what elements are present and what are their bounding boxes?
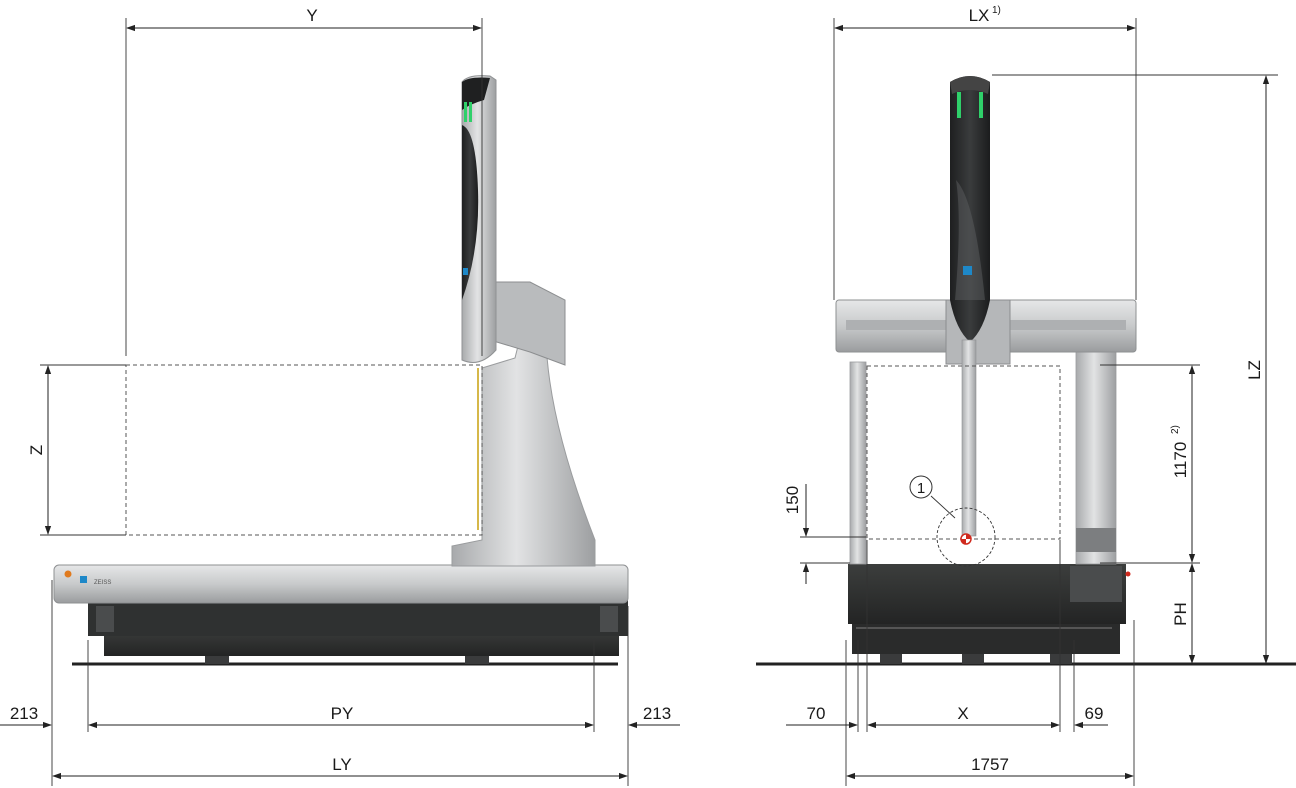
- callout-circle: [909, 475, 933, 499]
- front-view-machine: [756, 76, 1296, 666]
- green-light-icon: [464, 102, 467, 122]
- side-view: ZEISS Y Z: [0, 6, 680, 786]
- front-view: LX 1) 1170 2) PH LZ: [756, 5, 1296, 786]
- dim-label-overhang-right: 213: [643, 704, 671, 723]
- right-leg-slot: [1076, 528, 1116, 552]
- z-column-cap: [950, 76, 990, 94]
- dim-label-ly: LY: [332, 755, 352, 774]
- dim-ph: PH: [1130, 562, 1200, 664]
- dim-z: Z: [27, 364, 126, 536]
- dim-69: 69: [1074, 704, 1108, 729]
- dim-note-lx: 1): [992, 5, 1001, 16]
- left-leg: [849, 361, 867, 565]
- callout-number: 1: [917, 480, 925, 497]
- indicator-dot-icon: [1125, 571, 1131, 577]
- bridge-leg: [451, 337, 596, 567]
- foot: [962, 652, 984, 664]
- dim-y: Y: [125, 6, 483, 356]
- dim-label-overhang-left: 213: [10, 704, 38, 723]
- table-bracket: [96, 606, 114, 632]
- green-light-icon: [957, 92, 961, 118]
- dim-label-lx: LX: [969, 6, 990, 25]
- dim-70: 70: [786, 704, 858, 729]
- granite-table: [88, 600, 628, 636]
- logo-text: ZEISS: [94, 580, 111, 586]
- dim-ly: LY: [52, 755, 628, 780]
- dim-label-70: 70: [807, 704, 826, 723]
- dim-lz: LZ: [992, 74, 1278, 664]
- probe-callout: 1: [909, 475, 996, 567]
- dim-lx: LX 1): [833, 5, 1137, 300]
- dim-label-x: X: [957, 704, 968, 723]
- dim-label-py: PY: [331, 704, 354, 723]
- table-top: [53, 564, 629, 604]
- dim-label-y: Y: [306, 6, 317, 25]
- dim-label-ph: PH: [1171, 602, 1190, 626]
- dim-overhang-right: 213: [628, 704, 680, 729]
- green-light-icon: [469, 102, 472, 122]
- dim-150: 150: [783, 484, 866, 584]
- dim-label-lz: LZ: [1245, 360, 1264, 380]
- green-light-icon: [979, 92, 983, 118]
- side-view-machine: ZEISS: [53, 75, 629, 666]
- measuring-volume-side: [125, 364, 483, 536]
- dim-py: PY: [88, 704, 594, 729]
- dim-label-1757: 1757: [971, 755, 1009, 774]
- quill: [961, 339, 977, 537]
- dim-x: X: [867, 704, 1060, 729]
- dim-1757: 1757: [846, 755, 1134, 780]
- dim-label-69: 69: [1085, 704, 1104, 723]
- dim-label-z: Z: [27, 445, 46, 455]
- z-column-panel: [462, 125, 479, 300]
- dim-overhang-left: 213: [0, 704, 100, 729]
- foot: [880, 652, 902, 664]
- z-column: [950, 76, 990, 342]
- foot: [1050, 652, 1072, 664]
- logo-mark-icon: [463, 268, 468, 275]
- table-bracket: [600, 606, 618, 632]
- logo-mark-icon: [963, 266, 972, 275]
- guide-cover: [1070, 566, 1122, 602]
- dim-label-1170: 1170: [1171, 442, 1190, 479]
- dim-label-150: 150: [783, 486, 802, 514]
- z-column-cap: [462, 77, 490, 110]
- dim-note-1170: 2): [1170, 425, 1181, 434]
- logo-mark-icon: [80, 576, 87, 583]
- status-led-icon: [64, 570, 72, 578]
- probe-zone: [936, 507, 996, 567]
